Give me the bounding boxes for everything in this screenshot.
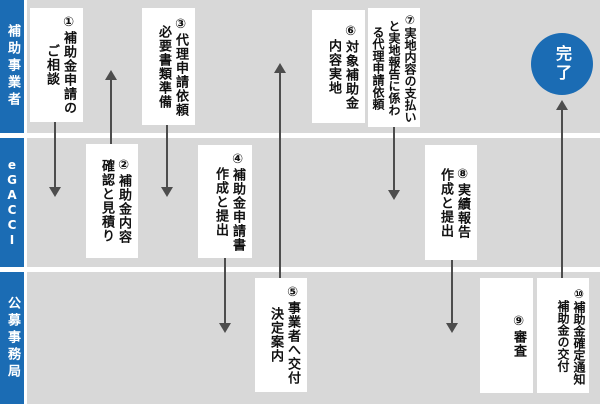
arrow-step7-down-icon bbox=[388, 127, 400, 200]
step-box-4: ④補助金申請書 作成と提出 bbox=[198, 145, 252, 258]
step-box-8: ⑧実績報告 作成と提出 bbox=[425, 145, 477, 260]
complete-marker-label: 完了 bbox=[553, 45, 572, 83]
lane-operator-header: 補助事業者 bbox=[0, 0, 24, 133]
arrow-step3-down-icon bbox=[161, 125, 173, 197]
arrow-step8-down-icon bbox=[446, 260, 458, 333]
lane-egacci-label: eGACCI bbox=[5, 157, 19, 248]
lane-operator-label: 補助事業者 bbox=[5, 24, 20, 109]
step-box-1: ①補助金申請の ご相談 bbox=[30, 8, 83, 122]
arrow-step1-down-icon bbox=[49, 122, 61, 197]
lane-egacci-header: eGACCI bbox=[0, 138, 24, 267]
step-box-7: ⑦実地内容の支払い と実地報告に係わ る代理申請依頼 bbox=[368, 8, 420, 127]
arrow-step2-up-icon bbox=[105, 70, 117, 144]
lane-office-header: 公募事務局 bbox=[0, 272, 24, 404]
arrow-step5-up-icon bbox=[274, 63, 286, 278]
step-box-10: ⑩補助金確定通知 補助金の交付 bbox=[537, 278, 589, 393]
step-box-5: ⑤事業者へ交付 決定案内 bbox=[255, 278, 307, 392]
lane-operator: 補助事業者 bbox=[0, 0, 600, 133]
complete-marker: 完了 bbox=[531, 33, 593, 95]
step-box-3: ③代理申請依頼 必要書類準備 bbox=[142, 8, 195, 125]
step-box-6: ⑥対象補助金 内容実地 bbox=[312, 10, 365, 123]
step-box-2: ②補助金内容 確認と見積り bbox=[86, 144, 138, 258]
step-box-9: ⑨審査 bbox=[480, 278, 533, 393]
arrow-step10-complete-up-icon bbox=[556, 100, 568, 283]
arrow-step4-down-icon bbox=[219, 258, 231, 333]
lane-office-label: 公募事務局 bbox=[5, 295, 20, 381]
